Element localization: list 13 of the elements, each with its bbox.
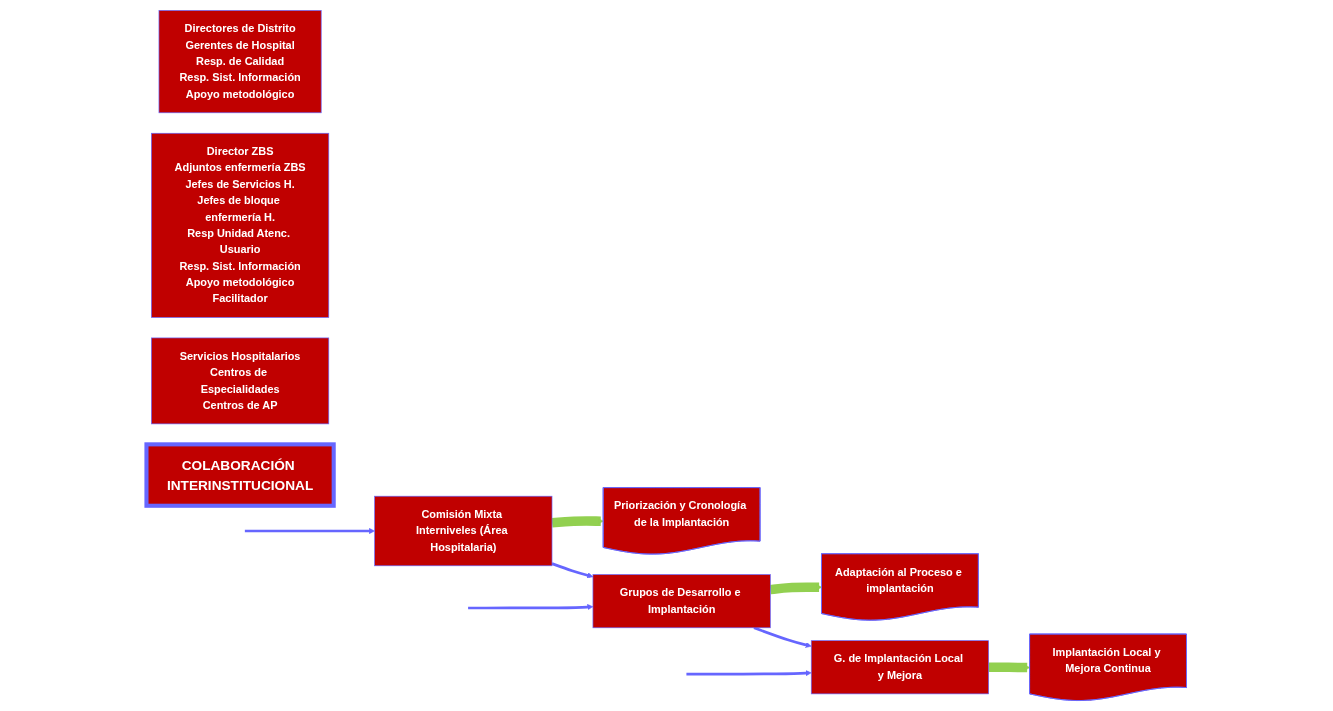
node-box: COLABORACIÓN INTERINSTITUCIONAL: [144, 442, 336, 508]
node-box: Directores de Distrito Gerentes de Hospital Resp. de Calidad Resp. Sist. Información Apoyo metodológico: [158, 10, 322, 114]
arrow: [468, 604, 594, 611]
arrow: [753, 626, 812, 648]
arrow: [244, 528, 375, 534]
node-box: Director ZBS Adjuntos enfermería ZBS Jefes de Servicios H. Jefes de bloque enfermería H. Resp Unidad Atenc. Usuario Resp. Sist. Información Apoyo metodológico Facilitador: [151, 132, 330, 318]
arrow: [987, 662, 1031, 673]
node-box: G. de Implantación Local y Mejora: [810, 640, 989, 695]
node-box: Grupos de Desarrollo e Implantación: [592, 574, 771, 629]
arrow: [686, 670, 812, 677]
node-box: Comisión Mixta Interniveles (Área Hospitalaria): [374, 495, 553, 567]
arrow: [551, 562, 594, 579]
node-box: Servicios Hospitalarios Centros de Especialidades Centros de AP: [151, 337, 330, 425]
